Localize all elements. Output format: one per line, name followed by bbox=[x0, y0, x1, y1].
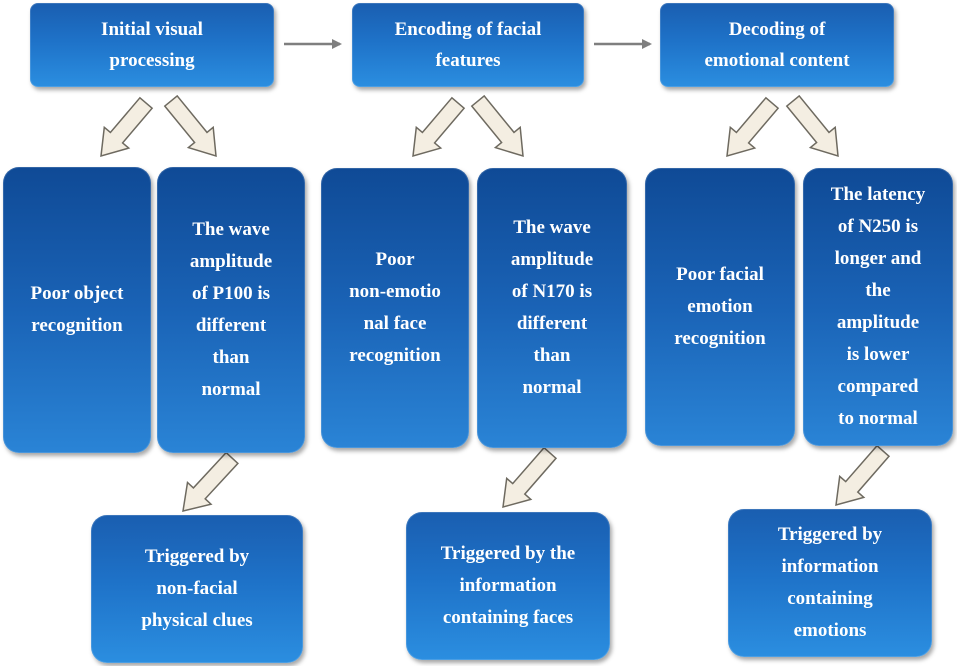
flow-arrow-decoding-left bbox=[726, 96, 780, 158]
flow-arrow-p100-down bbox=[182, 451, 239, 512]
flow-arrow-initial-left bbox=[100, 96, 154, 158]
flow-arrow-encoding-right bbox=[470, 94, 524, 158]
flow-arrow-n170-down bbox=[502, 446, 558, 509]
flow-arrow-decoding-right bbox=[785, 94, 839, 158]
flow-arrow-encoding-left bbox=[412, 96, 466, 158]
flow-arrow-initial-right bbox=[163, 94, 217, 158]
flow-arrow-n250-down bbox=[835, 444, 891, 507]
